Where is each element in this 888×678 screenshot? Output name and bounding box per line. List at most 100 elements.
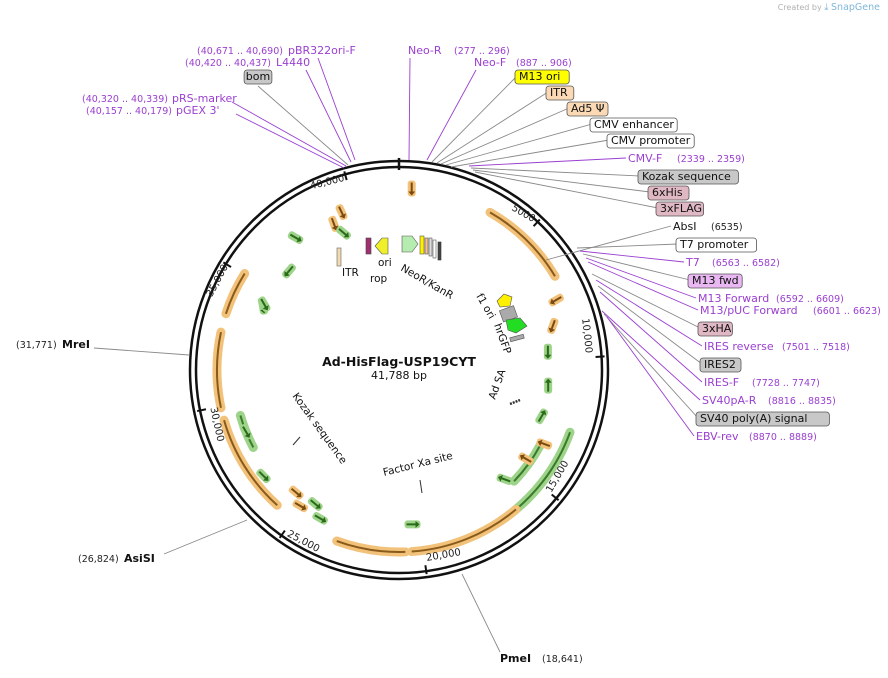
hrgfp-glyph xyxy=(505,317,528,334)
feature-name: 3xFLAG xyxy=(660,202,702,215)
feature-arrow xyxy=(336,225,352,240)
feature-name: M13/pUC Forward xyxy=(700,304,798,317)
feature-label-pmei: PmeI (18,641) xyxy=(500,652,583,665)
feature-coordinates: (887 .. 906) xyxy=(516,58,572,69)
feature-coordinates: (6535) xyxy=(711,222,743,233)
inner-feature-label: NeoR/KanR xyxy=(399,262,456,302)
feature-label-m13puc: M13/pUC Forward (6601 .. 6623) xyxy=(700,304,881,317)
feature-label-cmvprom: CMV promoter xyxy=(606,133,695,149)
m13ori-glyph xyxy=(419,235,425,255)
arrow-head xyxy=(258,470,269,481)
feature-coordinates: (8816 .. 8835) xyxy=(768,396,836,407)
feature-coordinates: (7728 .. 7747) xyxy=(752,378,820,389)
arrow-head xyxy=(544,345,552,359)
feature-box xyxy=(606,133,695,149)
feature-arc-core xyxy=(336,540,406,553)
leader-line xyxy=(163,519,248,555)
feature-name: 6xHis xyxy=(652,186,683,199)
arrow-head xyxy=(260,298,269,311)
feature-coordinates: (8870 .. 8889) xyxy=(749,432,817,443)
arrow-head xyxy=(289,233,302,243)
feature-name: L4440 xyxy=(276,56,310,69)
feature-box xyxy=(675,237,757,253)
feature-label-itr: ITR xyxy=(545,85,575,101)
cmv-glyph xyxy=(428,237,433,257)
arrow-head xyxy=(550,296,562,305)
leader-line xyxy=(472,169,651,193)
adsa-glyph xyxy=(509,398,521,406)
leader-line xyxy=(450,139,610,168)
feature-label-neof: Neo-F(887 .. 906) xyxy=(474,56,572,69)
feature-box xyxy=(655,201,704,217)
feature-label-absi: AbsI (6535) xyxy=(673,220,743,233)
feature-coordinates: (6601 .. 6623) xyxy=(813,306,881,317)
leader-line xyxy=(606,316,695,437)
inner-feature-label: Ad SA xyxy=(487,367,509,401)
tick-label: 40,000 xyxy=(309,173,346,192)
neor-glyph xyxy=(401,235,419,253)
feature-name: CMV-F xyxy=(628,152,662,165)
leader-line xyxy=(468,157,627,167)
tick-mark xyxy=(343,171,348,181)
itr2-glyph xyxy=(424,237,429,255)
feature-coordinates: (40,420 .. 40,437) xyxy=(185,58,271,69)
feature-name: T7 promoter xyxy=(679,238,749,251)
feature-box xyxy=(699,357,742,373)
feature-name: IRES reverse xyxy=(704,340,774,353)
feature-coordinates: (18,641) xyxy=(542,654,583,665)
feature-name: M13 Forward xyxy=(698,292,769,305)
feature-name: IRES-F xyxy=(704,376,739,389)
feature-arrow xyxy=(518,452,534,466)
inner-feature-label: f1 ori xyxy=(473,292,497,322)
credit-brand: SnapGene xyxy=(831,2,880,13)
arrow-head xyxy=(537,410,547,423)
leader-line xyxy=(436,91,549,164)
feature-arrow xyxy=(257,296,271,313)
leader-line xyxy=(597,285,703,365)
feature-label-kozak: Kozak sequence xyxy=(637,169,739,185)
tick-mark xyxy=(222,261,232,268)
feature-arrow xyxy=(307,497,323,511)
feature-coordinates: (26,824) xyxy=(78,554,119,565)
feature-label-neor: Neo-R(277 .. 296) xyxy=(408,44,510,57)
feature-arrow xyxy=(256,468,271,484)
inner-feature-label: rop xyxy=(370,273,388,285)
feature-arrow xyxy=(335,204,348,221)
gfp-cluster xyxy=(496,293,528,406)
feature-name: PmeI xyxy=(500,652,531,665)
feature-label-ebvrev: EBV-rev(8870 .. 8889) xyxy=(696,430,817,443)
feature-name: SV40 poly(A) signal xyxy=(700,412,807,425)
feature-arrow xyxy=(496,473,513,485)
feature-name: SV40pA-R xyxy=(702,394,757,407)
tick-mark xyxy=(278,530,286,539)
feature-coordinates: (277 .. 296) xyxy=(454,46,510,57)
f1ori-glyph xyxy=(496,293,513,308)
feature-label-flag3: 3xFLAG xyxy=(655,201,704,217)
feature-name: ITR xyxy=(550,86,568,99)
feature-arrow xyxy=(535,408,549,425)
leader-line xyxy=(595,279,703,347)
feature-name: CMV promoter xyxy=(611,134,691,147)
feature-arrow xyxy=(536,438,553,450)
feature-label-sv40polya: SV40 poly(A) signal xyxy=(695,411,830,427)
tick-mark xyxy=(595,355,605,358)
feature-name: pRS-marker xyxy=(172,92,237,105)
arrow-head xyxy=(408,182,416,196)
leader-line xyxy=(576,243,679,249)
leader-line xyxy=(440,107,570,165)
leader-line xyxy=(461,573,501,653)
feature-arrow xyxy=(239,423,253,440)
kozak-tick xyxy=(292,436,301,446)
leader-line xyxy=(599,291,703,383)
feature-arcs xyxy=(212,207,575,557)
feature-coordinates: (31,771) xyxy=(16,340,57,351)
leader-line xyxy=(579,250,685,263)
tick-mark xyxy=(532,218,541,227)
leader-line xyxy=(603,313,699,419)
leader-line xyxy=(235,113,345,169)
arrow-head xyxy=(242,426,251,438)
feature-label-cmvf: CMV-F(2339 .. 2359) xyxy=(628,152,745,165)
leader-line xyxy=(231,101,347,167)
feature-label-his6: 6xHis xyxy=(647,185,690,201)
feature-name: AbsI xyxy=(673,220,696,233)
